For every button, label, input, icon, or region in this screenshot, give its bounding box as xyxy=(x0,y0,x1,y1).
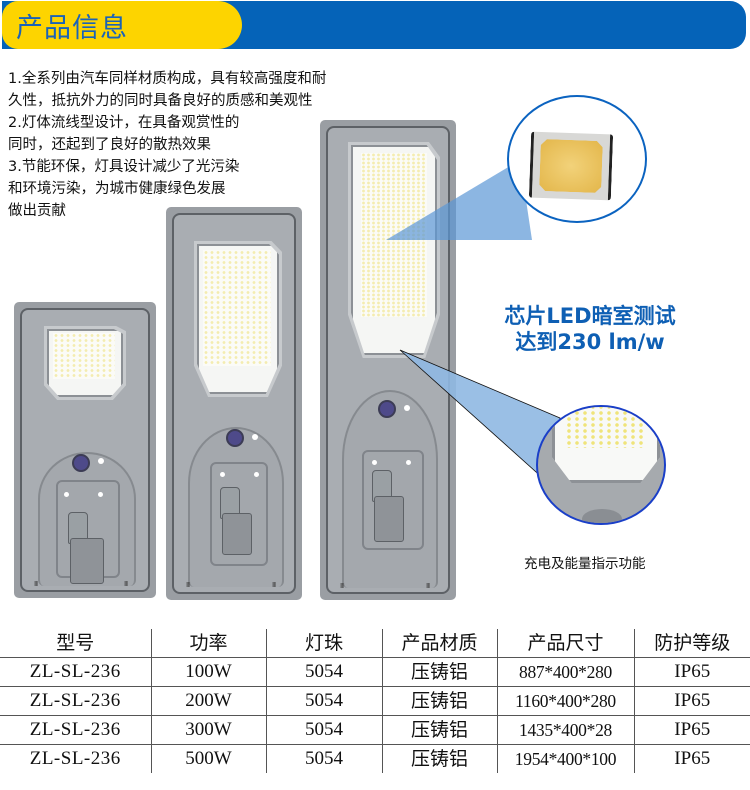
product-description: 1.全系列由汽车同样材质构成，具有较高强度和耐 久性，抵抗外力的同时具备良好的质… xyxy=(8,68,326,222)
cell-led: 5054 xyxy=(265,686,382,716)
light-sensor-icon xyxy=(226,429,244,447)
bracket-pole xyxy=(70,538,104,584)
spec-table: 型号 功率 灯珠 产品材质 产品尺寸 防护等级 ZL-SL-236 100W 5… xyxy=(0,629,750,773)
light-sensor-icon xyxy=(378,400,396,418)
section-title: 产品信息 xyxy=(16,13,128,44)
zoomed-sensor-edge xyxy=(582,509,622,523)
column-header-material: 产品材质 xyxy=(381,629,497,658)
vent-marks: III xyxy=(186,581,190,589)
cell-material: 压铸铝 xyxy=(381,715,497,745)
vent-marks: III xyxy=(340,582,344,590)
indicator-dot xyxy=(252,434,258,440)
light-sensor-icon xyxy=(72,454,90,472)
screw xyxy=(64,492,69,497)
cell-ip: IP65 xyxy=(633,657,750,687)
column-header-ip: 防护等级 xyxy=(633,629,750,658)
callout-line-2: 达到230 lm/w xyxy=(515,330,665,354)
cell-led: 5054 xyxy=(265,715,382,745)
screw xyxy=(372,460,377,465)
cell-size: 1954*400*100 xyxy=(496,744,634,773)
vent-marks: III xyxy=(426,582,430,590)
led-chip-phosphor xyxy=(539,139,603,193)
table-row: ZL-SL-236 300W 5054 压铸铝 1435*400*28 IP65 xyxy=(0,715,750,745)
cell-led: 5054 xyxy=(265,657,382,687)
column-header-power: 功率 xyxy=(150,629,266,658)
cell-model: ZL-SL-236 xyxy=(0,744,151,773)
led-array xyxy=(361,153,427,317)
cell-material: 压铸铝 xyxy=(381,657,497,687)
description-line: 同时，还起到了良好的散热效果 xyxy=(8,137,211,153)
table-row: ZL-SL-236 100W 5054 压铸铝 887*400*280 IP65 xyxy=(0,657,750,687)
cell-power: 200W xyxy=(150,686,266,716)
chip-test-callout: 芯片LED暗室测试 达到230 lm/w xyxy=(468,303,712,355)
indicator-dot xyxy=(98,458,104,464)
cell-material: 压铸铝 xyxy=(381,686,497,716)
cell-model: ZL-SL-236 xyxy=(0,686,151,716)
table-row: ZL-SL-236 500W 5054 压铸铝 1954*400*100 IP6… xyxy=(0,744,750,773)
description-line: 做出贡献 xyxy=(8,203,66,219)
cell-ip: IP65 xyxy=(633,715,750,745)
vent-marks: III xyxy=(124,580,128,588)
vent-marks: III xyxy=(272,581,276,589)
bracket-pole xyxy=(374,496,404,542)
cell-model: ZL-SL-236 xyxy=(0,657,151,687)
table-header-row: 型号 功率 灯珠 产品材质 产品尺寸 防护等级 xyxy=(0,629,750,658)
header-yellow-tab xyxy=(2,1,242,49)
column-header-led: 灯珠 xyxy=(265,629,382,658)
indicator-feature-label: 充电及能量指示功能 xyxy=(524,556,646,572)
led-panel xyxy=(47,329,123,397)
bracket-pole xyxy=(222,513,252,555)
panel-detail-zoom-circle xyxy=(536,405,666,525)
column-header-model: 型号 xyxy=(56,632,95,654)
led-panel xyxy=(197,244,279,394)
column-header-size: 产品尺寸 xyxy=(496,629,634,658)
indicator-dot xyxy=(404,405,410,411)
screw xyxy=(254,472,259,477)
cell-led: 5054 xyxy=(265,744,382,773)
description-line: 2.灯体流线型设计，在具备观赏性的 xyxy=(8,115,240,131)
cell-size: 1160*400*280 xyxy=(496,686,634,716)
description-line: 和环境污染，为城市健康绿色发展 xyxy=(8,181,226,197)
street-lamp-medium-image: III III xyxy=(166,207,302,600)
cell-size: 1435*400*28 xyxy=(496,715,634,745)
street-lamp-small-image: III III xyxy=(14,302,156,598)
street-lamp-large-image: III III xyxy=(320,120,456,600)
cell-model: ZL-SL-236 xyxy=(0,715,151,745)
section-header-banner: 产品信息 xyxy=(2,1,746,49)
table-row: ZL-SL-236 200W 5054 压铸铝 1160*400*280 IP6… xyxy=(0,686,750,716)
cell-material: 压铸铝 xyxy=(381,744,497,773)
led-chip-image xyxy=(528,131,614,201)
cell-power: 100W xyxy=(150,657,266,687)
description-line: 3.节能环保，灯具设计减少了光污染 xyxy=(8,159,240,175)
description-line: 1.全系列由汽车同样材质构成，具有较高强度和耐 xyxy=(8,71,327,87)
screw xyxy=(406,460,411,465)
led-panel xyxy=(351,145,437,355)
cell-power: 500W xyxy=(150,744,266,773)
zoomed-led-panel xyxy=(552,407,660,483)
cell-ip: IP65 xyxy=(633,744,750,773)
vent-marks: III xyxy=(34,580,38,588)
led-array xyxy=(203,250,271,366)
led-array xyxy=(53,333,115,379)
zoomed-led-array xyxy=(565,407,645,448)
screw xyxy=(98,492,103,497)
screw xyxy=(220,472,225,477)
cell-power: 300W xyxy=(150,715,266,745)
cell-ip: IP65 xyxy=(633,686,750,716)
cell-size: 887*400*280 xyxy=(496,657,634,687)
description-line: 久性，抵抗外力的同时具备良好的质感和美观性 xyxy=(8,93,313,109)
callout-line-1: 芯片LED暗室测试 xyxy=(504,304,676,328)
